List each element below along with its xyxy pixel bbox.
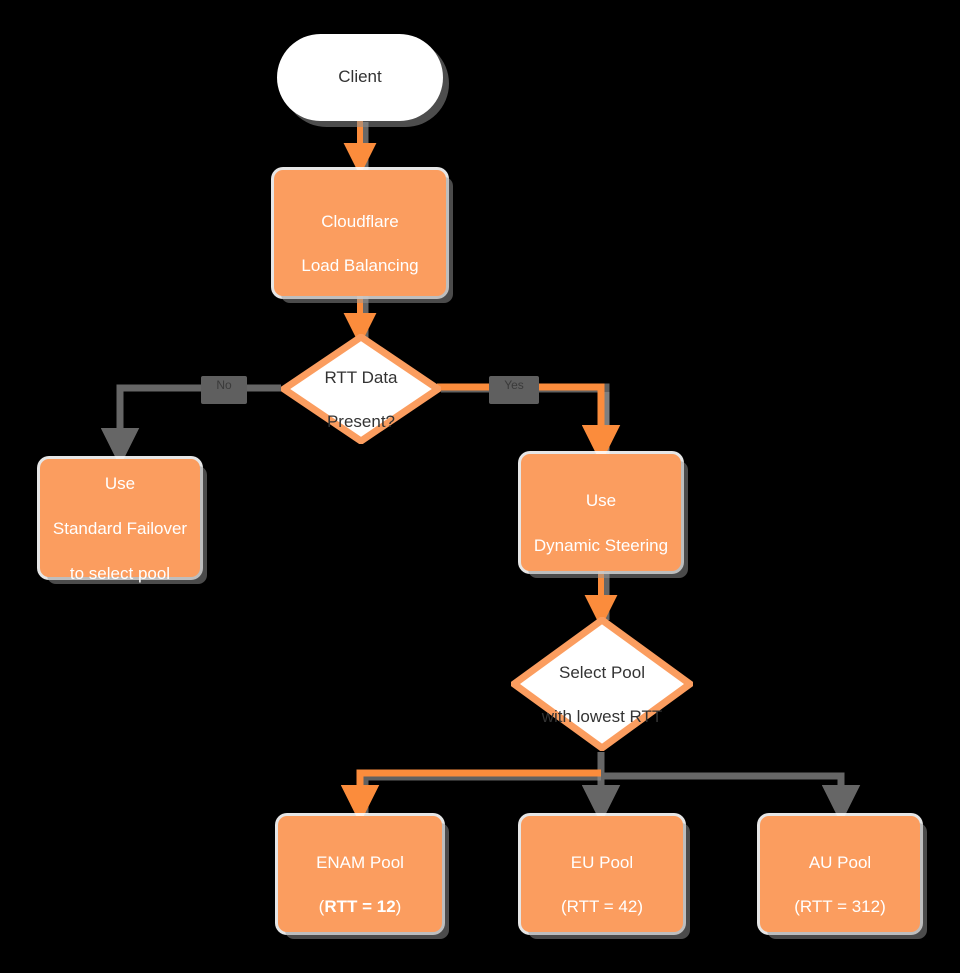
node-select-pool[interactable]: Select Pool with lowest RTT bbox=[511, 617, 693, 751]
edge-label-yes: Yes bbox=[489, 376, 539, 404]
node-select-pool-label: Select Pool with lowest RTT bbox=[542, 639, 663, 729]
node-dynamic-steering[interactable]: Use Dynamic Steering bbox=[521, 454, 681, 571]
enam-close-paren: ) bbox=[395, 897, 402, 917]
rtt-line-1: RTT Data bbox=[324, 367, 398, 387]
node-rtt-decision[interactable]: RTT Data Present? bbox=[281, 334, 441, 444]
node-enam-pool[interactable]: ENAM Pool (RTT = 12) bbox=[278, 816, 442, 932]
node-client[interactable]: Client bbox=[277, 34, 443, 121]
ds-line-1: Use bbox=[585, 491, 617, 511]
node-eu-pool-label: EU Pool (RTT = 42) bbox=[561, 829, 643, 919]
enam-open-paren: ( bbox=[318, 897, 325, 917]
rtt-decision-diamond-icon bbox=[281, 334, 441, 444]
ds-line-2: Dynamic Steering bbox=[533, 535, 669, 555]
node-au-pool-label: AU Pool (RTT = 312) bbox=[794, 829, 886, 919]
node-standard-failover-label: Use Standard Failover to select pool bbox=[53, 451, 187, 586]
sf-line-2: Standard Failover bbox=[52, 519, 188, 538]
sp-line-2: with lowest RTT bbox=[541, 707, 663, 727]
sf-line-1: Use bbox=[104, 474, 136, 494]
node-client-label: Client bbox=[338, 67, 382, 87]
lb-line-1: Cloudflare bbox=[321, 211, 399, 231]
edge-label-no: No bbox=[201, 376, 247, 404]
enam-rtt-value: RTT = 12 bbox=[324, 897, 396, 917]
edge-select-to-enam bbox=[340, 769, 601, 824]
select-pool-diamond-icon bbox=[511, 617, 693, 751]
enam-line-1: ENAM Pool bbox=[316, 852, 404, 872]
sp-line-1: Select Pool bbox=[558, 662, 645, 682]
edge-select-to-au bbox=[601, 772, 861, 824]
au-line-1: AU Pool bbox=[808, 852, 872, 872]
node-dynamic-steering-label: Use Dynamic Steering bbox=[534, 468, 668, 558]
lb-line-2: Load Balancing bbox=[301, 256, 419, 276]
node-rtt-decision-label: RTT Data Present? bbox=[324, 344, 397, 434]
eu-line-1: EU Pool bbox=[570, 852, 634, 872]
au-line-2: (RTT = 312) bbox=[794, 897, 886, 917]
sf-line-3: to select pool bbox=[69, 563, 171, 583]
node-load-balancing-label: Cloudflare Load Balancing bbox=[301, 188, 418, 278]
rtt-line-2: Present? bbox=[326, 412, 396, 432]
node-eu-pool[interactable]: EU Pool (RTT = 42) bbox=[521, 816, 683, 932]
eu-line-2: (RTT = 42) bbox=[560, 897, 644, 917]
node-standard-failover[interactable]: Use Standard Failover to select pool bbox=[40, 459, 200, 583]
node-load-balancing[interactable]: Cloudflare Load Balancing bbox=[274, 170, 446, 296]
node-enam-pool-label: ENAM Pool (RTT = 12) bbox=[316, 829, 404, 919]
node-au-pool[interactable]: AU Pool (RTT = 312) bbox=[760, 816, 920, 932]
